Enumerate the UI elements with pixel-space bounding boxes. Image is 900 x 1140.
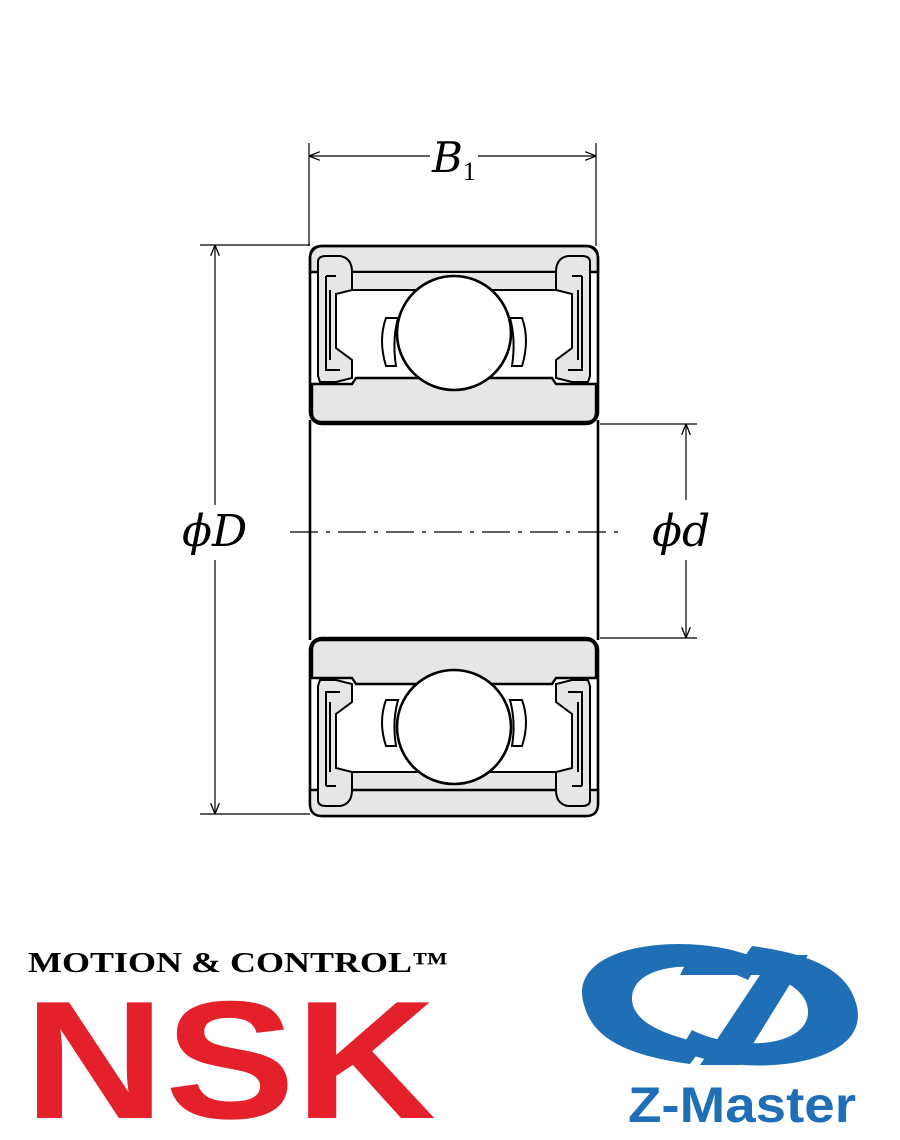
- nsk-wordmark: NSK: [24, 966, 436, 1140]
- nsk-tagline: MOTION & CONTROL™: [28, 947, 448, 979]
- bearing-lower-section: [308, 636, 600, 818]
- zmaster-wordmark: Z-Master: [628, 1077, 856, 1133]
- bearing-upper-section: [308, 244, 600, 426]
- width-symbol: B: [431, 133, 463, 182]
- width-label: B1: [431, 133, 476, 186]
- zmaster-emblem-icon: [582, 943, 858, 1066]
- outer-diameter-label: ϕD: [182, 506, 247, 557]
- bore-diameter-label: ϕd: [652, 506, 710, 557]
- bearing-body: [308, 420, 600, 640]
- width-subscript: 1: [463, 157, 476, 186]
- nsk-logo: MOTION & CONTROL™ NSK: [24, 947, 448, 1140]
- dimension-lines: [200, 143, 697, 815]
- zmaster-logo: Z-Master: [582, 943, 858, 1133]
